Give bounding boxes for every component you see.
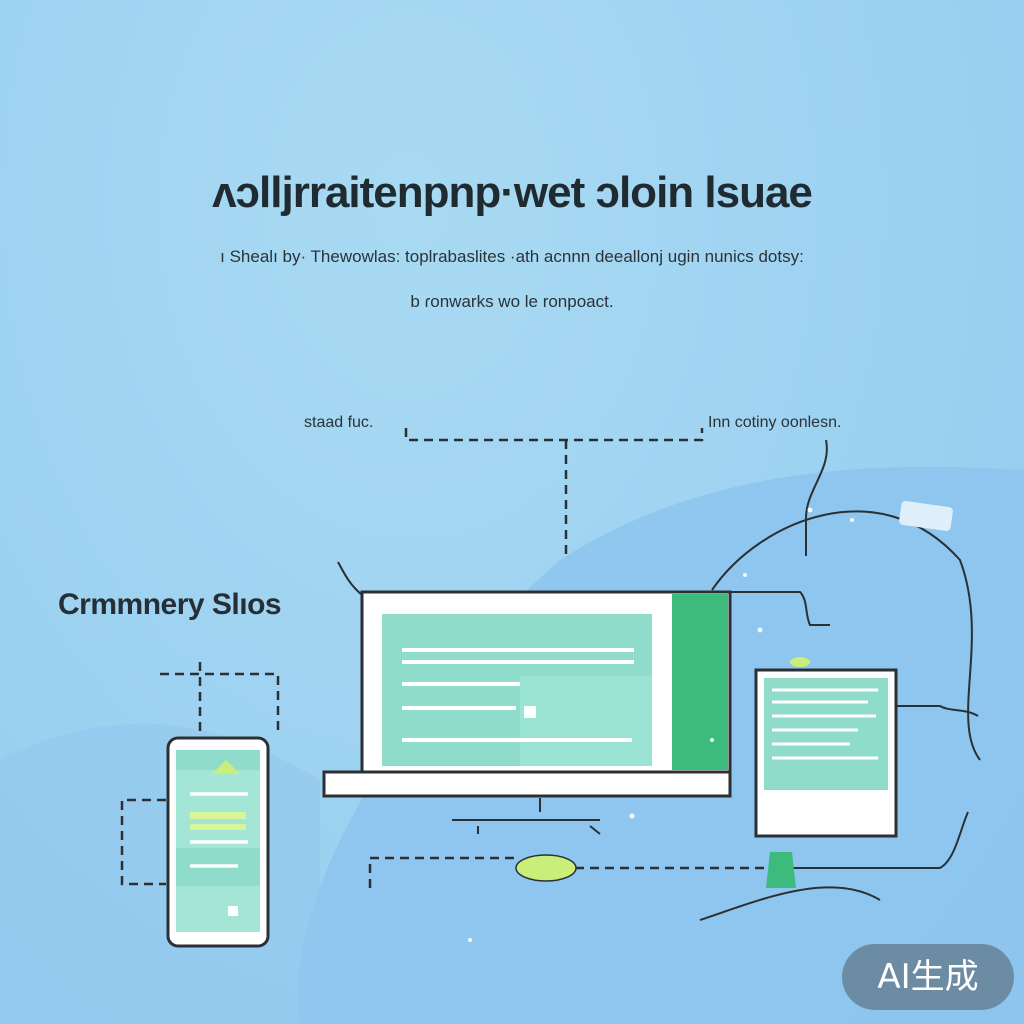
laptop bbox=[322, 590, 732, 812]
connector-label-right: Inn cotiny oonlesn. bbox=[708, 414, 842, 431]
subtitle-line-1: ı Shealı by· Thewowlas: toplrabaslites ·… bbox=[220, 247, 804, 266]
lower-connectors bbox=[120, 662, 790, 888]
lime-pod bbox=[515, 854, 577, 882]
white-chip bbox=[899, 501, 953, 531]
subtitle-line-2: b ɾonwarks wo le ronpoact. bbox=[410, 292, 614, 311]
side-title: Crmmnery Slıos bbox=[58, 588, 282, 621]
tablet bbox=[754, 657, 898, 838]
wires bbox=[337, 439, 981, 921]
top-connector bbox=[404, 428, 704, 560]
sparkles bbox=[468, 507, 854, 942]
green-tag bbox=[766, 852, 796, 888]
ai-generated-badge: AI生成 bbox=[842, 944, 1014, 1010]
connector-label-left: staad fuc. bbox=[304, 414, 374, 431]
phone bbox=[166, 736, 270, 948]
background-wash-2 bbox=[0, 723, 320, 1024]
page-title: ʌɔlljrraitenpnp·wet ɔloin lsuae bbox=[212, 168, 813, 217]
